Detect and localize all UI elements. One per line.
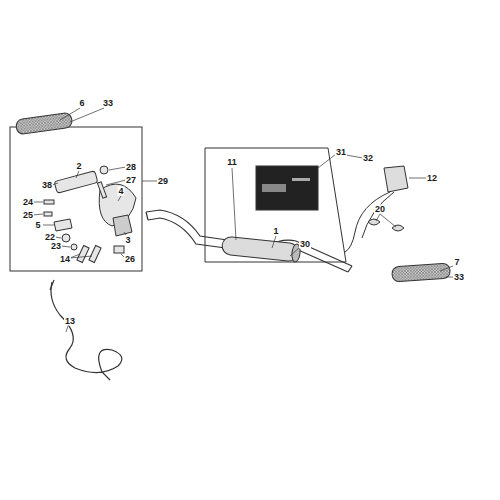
leader-lines-part [376,214,396,227]
leader-lines-part [142,181,157,182]
washer-22 [62,234,70,242]
callout-number: 24 [22,198,34,207]
right-grip [392,263,451,282]
pad-logo-panel-part [262,184,286,192]
callout-number: 27 [125,176,137,185]
handlebar-part [148,218,348,272]
pad-logo-panel [256,166,318,210]
bar-pad [221,236,301,262]
leader-lines-part [440,266,453,271]
right-grip-part [392,263,451,282]
bolt-14 [77,245,89,262]
leader-lines [33,108,454,332]
callout-number: 4 [117,187,124,196]
callout-number: 23 [50,242,62,251]
callout-number: 30 [299,240,311,249]
leader-lines-part [60,108,80,120]
bolt-14b [89,245,101,262]
callout-number: 25 [22,211,34,220]
left-group-frame [10,127,142,271]
leader-lines-part [109,167,126,170]
callout-number: 1 [272,227,279,236]
callout-number: 11 [226,158,238,167]
nut-28 [100,166,108,174]
group-frames [10,127,346,271]
callout-number: 28 [125,163,137,172]
callout-number: 38 [41,181,53,190]
callout-number: 5 [34,221,41,230]
washer-23 [71,244,77,250]
leader-lines-part [61,246,70,247]
housing-cap [113,215,132,236]
callout-number: 7 [453,258,460,267]
callout-number: 13 [64,317,76,326]
callout-number: 33 [102,99,114,108]
leader-lines-part [118,196,121,201]
switch-and-clips-part [392,225,404,231]
callout-number: 32 [362,154,374,163]
handlebar-part [146,210,352,266]
leader-lines-part [66,326,68,332]
bolt-25 [44,212,52,216]
throttle-cable-part [51,282,122,380]
leader-lines-part [106,180,126,185]
callout-number: 2 [75,162,82,171]
callout-number: 22 [44,233,56,242]
pad-group-frame [205,148,346,262]
throttle-tube [54,171,98,193]
callout-number: 6 [78,99,85,108]
callout-number: 14 [59,255,71,264]
callout-number: 29 [157,177,169,186]
handlebar [146,210,352,272]
plate-5 [54,219,72,231]
handlebar-part [146,212,352,272]
left-grip [15,112,73,135]
leader-lines-part [43,225,54,226]
throttle-assembly [44,166,136,263]
block-26 [114,246,124,253]
leader-lines-part [76,171,79,178]
switch-and-clips-part [368,219,380,225]
pad-logo-panel-part [256,166,318,210]
callout-number: 26 [124,255,136,264]
leader-lines-part [33,202,43,203]
leader-lines-part [232,168,236,240]
leader-lines-part [272,236,276,248]
switch-and-clips-part [362,192,394,238]
switch-and-clips [345,166,408,252]
throttle-cable [50,280,122,380]
left-grip-part [15,112,73,135]
callout-number: 12 [426,174,438,183]
throttle-cable-part [50,280,54,290]
bolt-24 [44,200,54,204]
callout-number: 20 [374,205,386,214]
leader-lines-part [70,108,104,122]
leader-lines-part [318,154,336,168]
callout-number: 31 [335,148,347,157]
leader-lines-part [409,178,427,179]
callout-number: 33 [453,273,465,282]
leader-lines-part [346,155,363,158]
pad-logo-panel-part [292,178,310,181]
leader-lines-part [33,214,43,215]
switch-and-clips-part [384,166,408,192]
bar-pad-part [221,236,298,262]
leader-lines-part [70,254,92,258]
callout-number: 3 [124,236,131,245]
screw-27 [97,182,106,198]
